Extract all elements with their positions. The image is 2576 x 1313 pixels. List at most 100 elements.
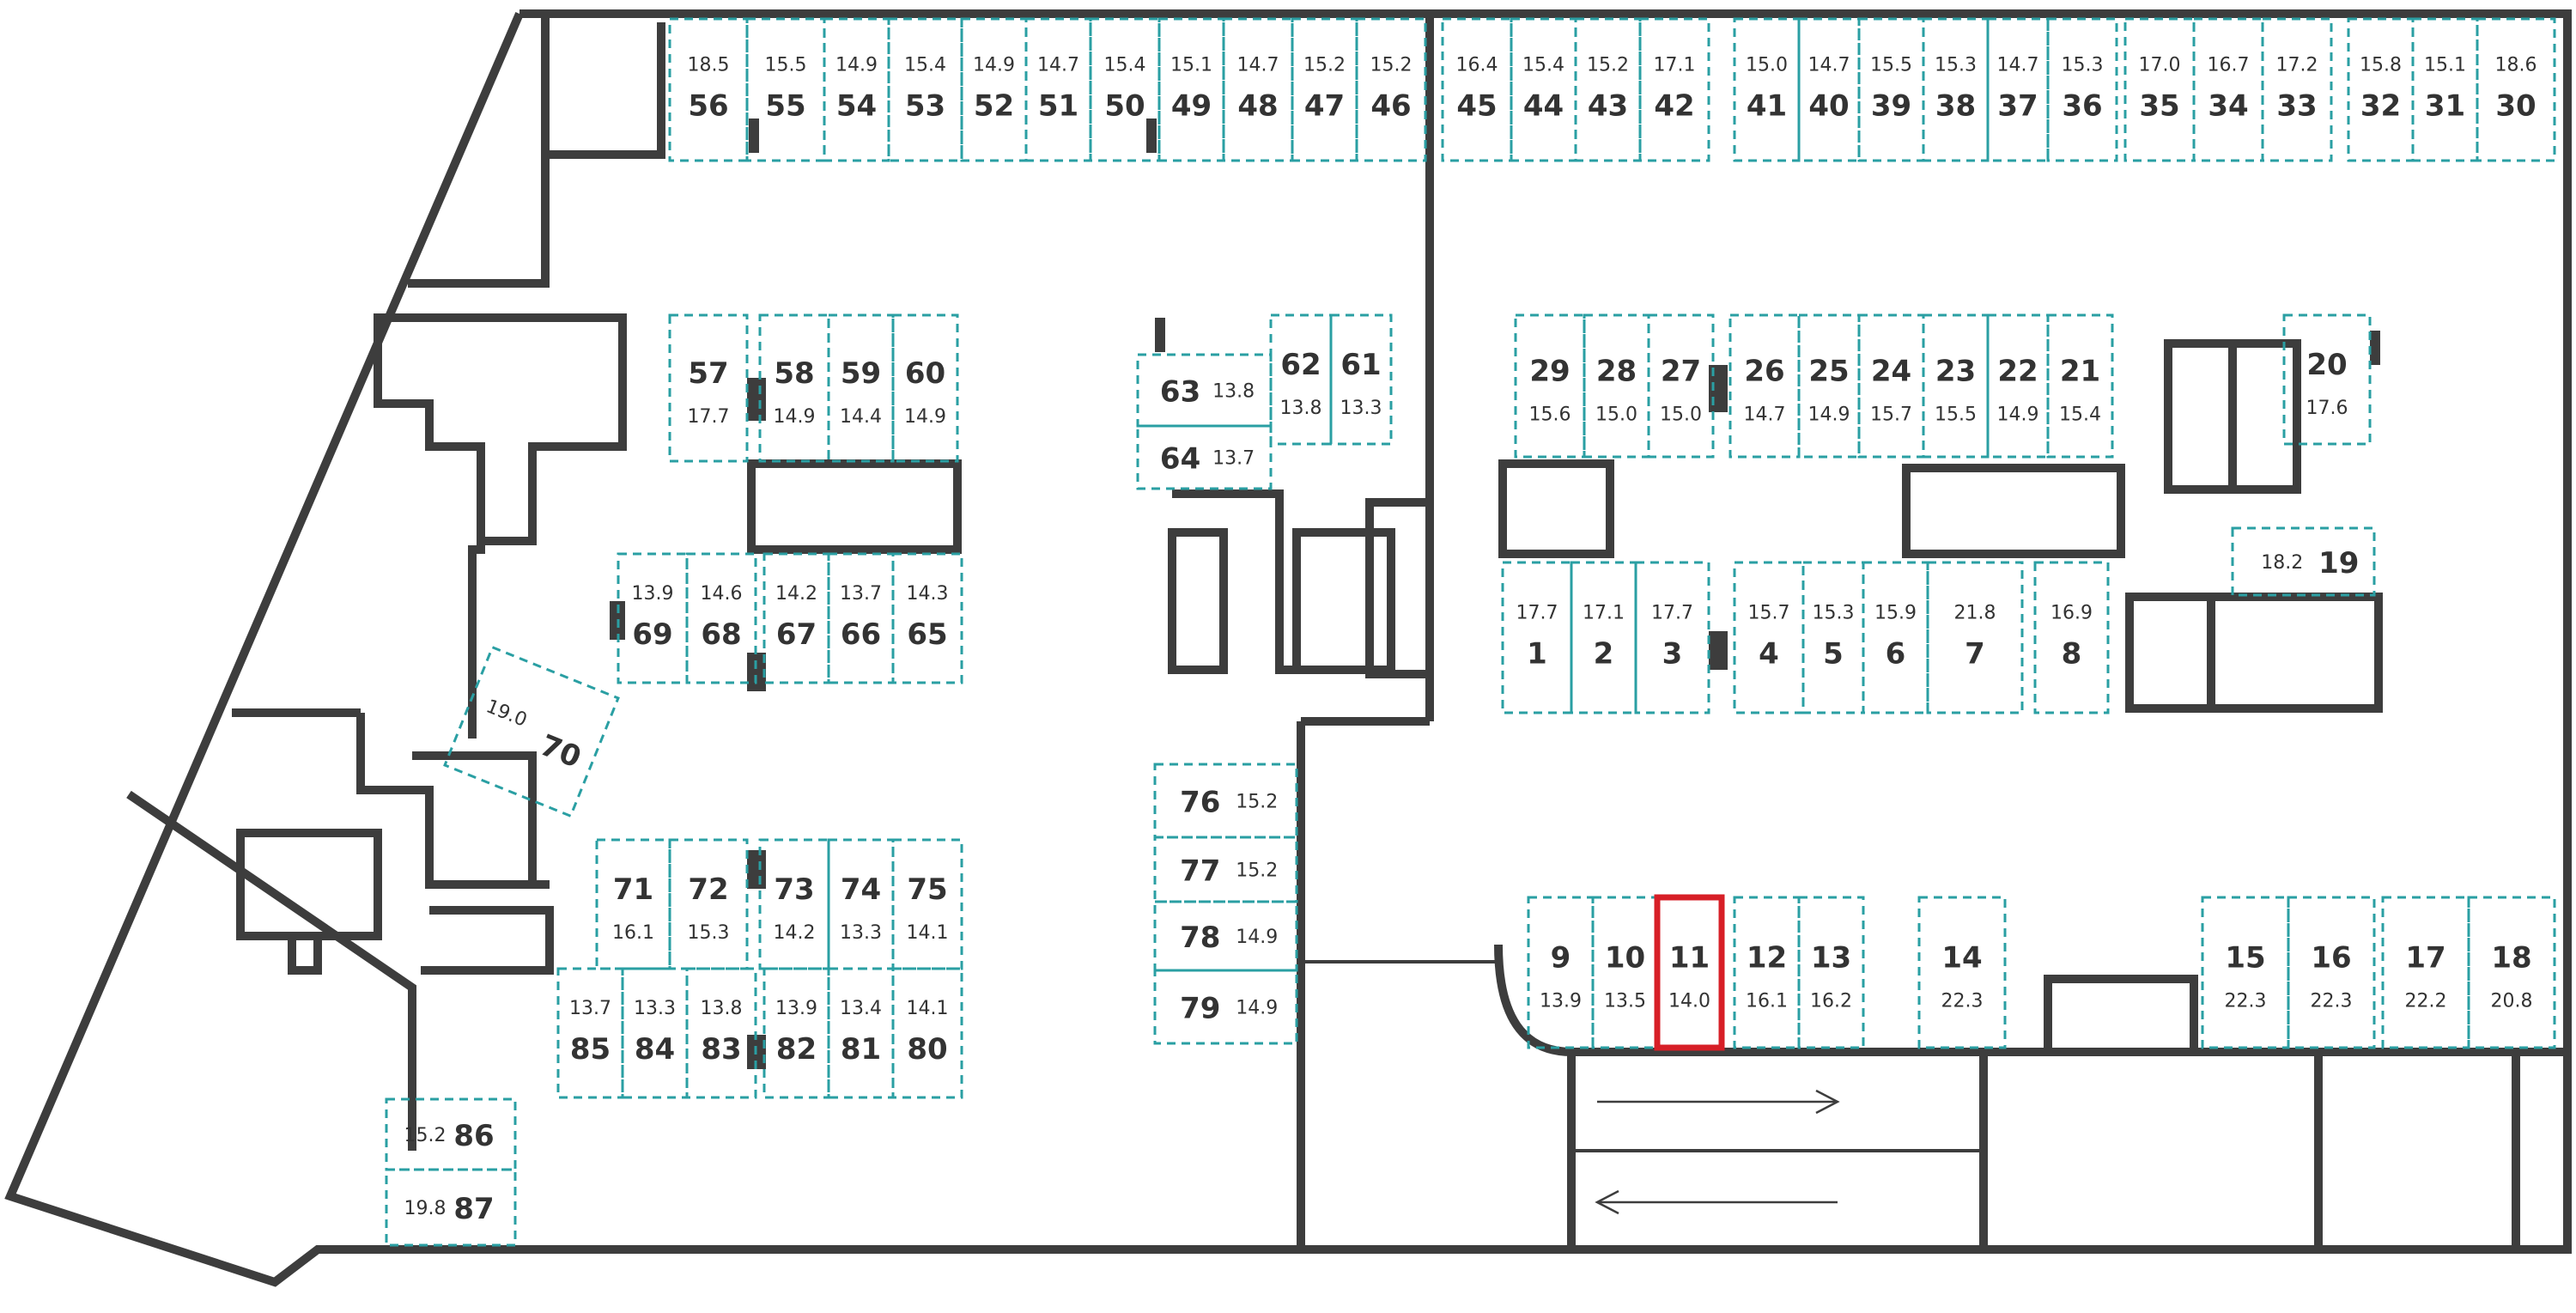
parking-spot-8[interactable]: 816.9 bbox=[2033, 561, 2110, 714]
parking-spot-87[interactable]: 87 19.8 bbox=[385, 1168, 517, 1247]
parking-spot-3[interactable]: 317.7 bbox=[1634, 561, 1710, 714]
parking-spot-7[interactable]: 721.8 bbox=[1926, 561, 2024, 714]
spot-outline bbox=[1917, 896, 2007, 1049]
spot-outline bbox=[556, 967, 624, 1099]
spot-area: 19.8 bbox=[404, 1198, 447, 1219]
parking-spot-5[interactable]: 515.3 bbox=[1801, 561, 1865, 714]
spot-outline bbox=[891, 838, 963, 970]
spot-number: 39 bbox=[1871, 89, 1911, 124]
parking-spot-2[interactable]: 217.1 bbox=[1570, 561, 1637, 714]
parking-spot-9[interactable]: 913.9 bbox=[1527, 896, 1595, 1049]
spot-area: 16.4 bbox=[1456, 55, 1498, 76]
spot-outline bbox=[1153, 763, 1298, 839]
spot-area: 15.9 bbox=[1874, 603, 1917, 624]
parking-spot-6[interactable]: 615.9 bbox=[1862, 561, 1929, 714]
parking-spot-4[interactable]: 415.7 bbox=[1733, 561, 1805, 714]
spot-area: 15.5 bbox=[1935, 404, 1977, 426]
spot-number: 16 bbox=[2311, 941, 2351, 976]
spot-area: 15.4 bbox=[2059, 404, 2101, 426]
spot-area: 17.7 bbox=[688, 406, 730, 428]
parking-spots: 5618.55515.55414.95315.45214.95114.75015… bbox=[385, 17, 2556, 1247]
spot-number: 58 bbox=[774, 356, 814, 391]
spot-number: 40 bbox=[1808, 89, 1849, 124]
parking-spot-1[interactable]: 117.7 bbox=[1501, 561, 1573, 714]
spot-number: 87 bbox=[453, 1192, 494, 1226]
